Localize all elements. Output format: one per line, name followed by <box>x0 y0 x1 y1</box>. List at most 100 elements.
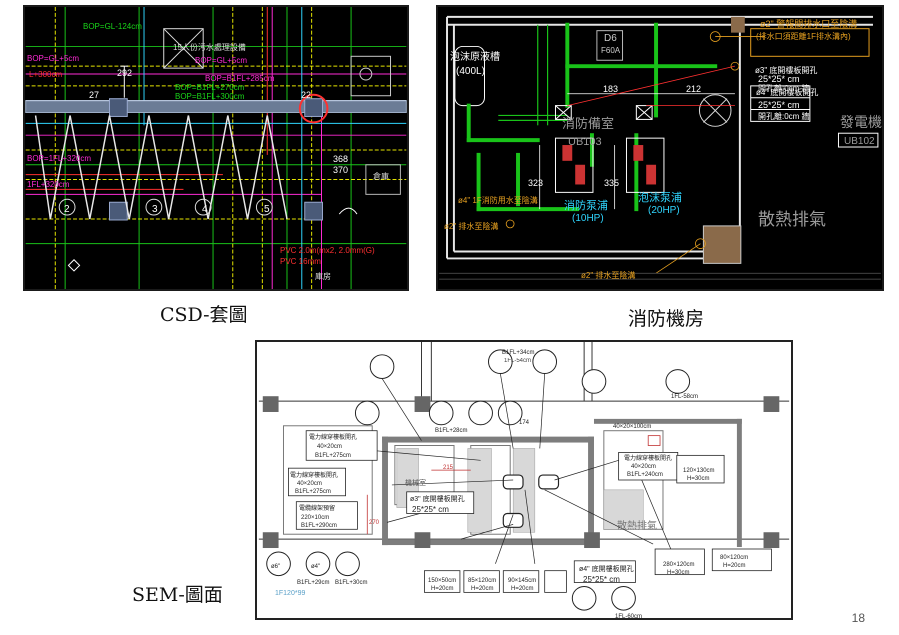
fire-label-fire-water: ø4" 1F消防用水至陰溝 <box>458 196 538 205</box>
sem-label-box2-title: ø4" 底開樓板開孔 <box>579 566 634 573</box>
sem-label-exhaust: 散熱排氣 <box>617 521 657 532</box>
csd-label-bop4: BOP=B1FL+285cm <box>205 74 275 83</box>
csd-label-368: 368 <box>333 154 349 164</box>
csd-label-bop5: BOP=B1FL+270cm <box>175 83 245 92</box>
sem-label-270: 270 <box>369 520 380 526</box>
csd-label-bop2: BOP=GL+5cm <box>27 54 80 63</box>
fire-label-pump1-hp: (10HP) <box>572 213 604 224</box>
sem-drawing <box>258 342 790 611</box>
caption-sem: SEM-圖面 <box>132 584 223 606</box>
sem-label-fl6: 1FL-58cm <box>671 394 699 400</box>
fire-label-pump2: 泡沫泵浦 <box>638 192 682 204</box>
fire-label-pump1: 消防泵浦 <box>564 200 608 212</box>
sem-label-fl3: B1FL+28cm <box>435 428 468 434</box>
sem-label-open2-size: 40×20cm <box>297 481 322 487</box>
csd-label-storage: 倉庫 <box>373 172 389 181</box>
fire-room-panel: 泡沫原液槽 (400L) D6 F60A ø2" 警報閥排水口至陰溝 (排水口須… <box>436 5 884 291</box>
sem-label-r2h: H=30cm <box>667 570 690 576</box>
fire-label-tank: 泡沫原液槽 <box>450 52 500 63</box>
sem-label-dia4: ø4" <box>311 564 321 570</box>
fire-label-d6: D6 <box>604 33 617 44</box>
csd-label-l300: L+300cm <box>29 70 63 79</box>
grid-bubble-4 <box>194 198 212 216</box>
csd-label-22: 22 <box>301 90 312 100</box>
fire-label-183: 183 <box>603 84 619 94</box>
fire-label-box1-size: 25*25* cm <box>758 74 800 84</box>
grid-bubble-5 <box>255 198 273 216</box>
sem-label-b2h: H=20cm <box>471 586 494 592</box>
sem-label-box-size: 25*25* cm <box>412 505 449 514</box>
sem-label-open3-size: 40×20cm <box>631 464 656 470</box>
sem-label-r3h: H=30cm <box>687 476 710 482</box>
fire-label-pipe-top: ø2" 警報閥排水口至陰溝 <box>760 19 858 29</box>
fire-label-tank-vol: (400L) <box>456 66 485 77</box>
sem-label-fl2: 1FL-54cm <box>504 358 532 364</box>
csd-drawing-panel: BOP=GL-124cm 15人份污水處理設備 BOP=GL+5cm BOP=G… <box>23 5 409 291</box>
fire-label-box2-depth: 開孔離:0cm 牆 <box>758 112 810 121</box>
csd-label-27: 27 <box>89 90 100 100</box>
csd-drawing <box>25 7 407 289</box>
sem-label-open3-h: B1FL+240cm <box>627 472 663 478</box>
fire-label-drain2: ø2" 排水至陰溝 <box>581 271 636 280</box>
sem-label-b3: 90×145cm <box>508 578 537 584</box>
fire-label-gen-code: UB102 <box>844 136 875 147</box>
sem-label-b4: 80×120cm <box>720 555 749 561</box>
csd-label-5: 5 <box>264 204 270 215</box>
sem-label-tray-h: B1FL+290cm <box>301 523 337 529</box>
sem-label-fl5: B1FL+30cm <box>335 580 368 586</box>
fire-label-f60a: F60A <box>601 46 621 55</box>
fire-label-212: 212 <box>686 84 702 94</box>
sem-label-b2: 85×120cm <box>468 578 497 584</box>
csd-label-bop3: BOP=GL+5cm <box>195 56 248 65</box>
sem-label-fl4: B1FL+29cm <box>297 580 330 586</box>
sem-label-b4h: H=20cm <box>723 563 746 569</box>
sem-label-mech: 機械室 <box>405 480 426 487</box>
sem-label-r3: 120×130cm <box>683 468 715 474</box>
sem-label-open3-title: 電力線穿樓板開孔 <box>624 456 673 462</box>
sem-label-open2-title: 電力線穿樓板開孔 <box>290 473 339 479</box>
grid-bubble-3 <box>145 198 163 216</box>
fire-label-generator: 發電機 <box>840 114 882 130</box>
sem-drawing-panel: 電力線穿樓板開孔 40×20cm B1FL+275cm 電力線穿樓板開孔 40×… <box>255 340 793 620</box>
sem-label-dia6: ø6" <box>271 564 281 570</box>
csd-label-septic: 15人份污水處理設備 <box>173 43 246 52</box>
csd-label-fl320: BOP=1FL+320cm <box>27 154 92 163</box>
sem-label-zone: 1F120*99 <box>275 590 306 597</box>
fire-label-box2-size: 25*25* cm <box>758 100 800 110</box>
csd-label-4: 4 <box>202 204 208 215</box>
sem-label-open1-h: B1FL+275cm <box>315 453 351 459</box>
sem-label-open2-h: B1FL+275cm <box>295 489 331 495</box>
fire-label-box1-depth: 開孔離:0cm 牆 <box>758 84 810 93</box>
fire-label-room-code: UB103 <box>568 136 602 148</box>
csd-label-fl320b: 1FL+320cm <box>27 180 70 189</box>
fire-label-pump2-hp: (20HP) <box>648 205 680 216</box>
sem-label-b1: 150×50cm <box>428 578 457 584</box>
sem-label-r1: 40×20×100cm <box>613 424 652 430</box>
sem-label-open1-title: 電力線穿樓板開孔 <box>309 435 358 441</box>
sem-label-b3h: H=20cm <box>511 586 534 592</box>
sem-label-box2-size: 25*25* cm <box>583 575 620 584</box>
csd-label-370: 370 <box>333 165 349 175</box>
caption-csd: CSD-套圖 <box>160 304 248 326</box>
sem-label-b1h: H=20cm <box>431 586 454 592</box>
csd-label-pvc1: PVC 2.0m(mx2, 2.0mm(G) <box>280 246 375 255</box>
sem-label-174: 174 <box>519 420 530 426</box>
fire-label-323: 323 <box>528 178 544 188</box>
csd-label-2: 2 <box>64 204 70 215</box>
csd-label-292: 292 <box>117 68 133 78</box>
grid-bubble-2 <box>58 198 76 216</box>
sem-label-fl1: B1FL+34cm <box>502 350 535 356</box>
csd-label-bop6: BOP=B1FL+300cm <box>175 92 245 101</box>
fire-label-box1-title: ø3" 底開樓板開孔 <box>755 66 818 75</box>
csd-label-pvc2: PVC 16mm <box>280 257 321 266</box>
sem-label-215: 215 <box>443 465 454 471</box>
csd-label-room: 庫房 <box>315 272 331 281</box>
fire-label-335: 335 <box>604 178 620 188</box>
caption-fire-room: 消防機房 <box>628 308 705 330</box>
page-number: 18 <box>851 611 865 625</box>
fire-label-room: 消防備室 <box>562 116 615 131</box>
fire-label-drain1: ø2" 排水至陰溝 <box>444 222 499 231</box>
fire-room-drawing <box>439 15 881 280</box>
sem-label-open1-size: 40×20cm <box>317 444 342 450</box>
sem-label-fl7: 1FL-60cm <box>615 614 643 620</box>
